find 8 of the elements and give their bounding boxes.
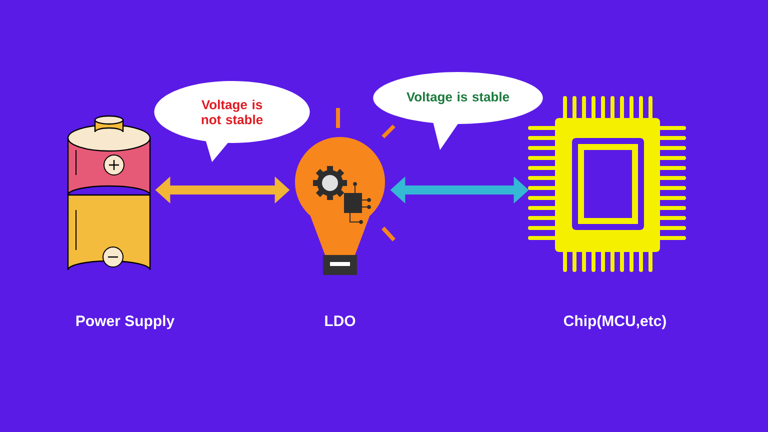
node-label: Power Supply (76, 315, 175, 330)
battery-drawing (67, 115, 151, 271)
speech-bubble: Voltage is stable (373, 72, 543, 150)
node-label: Chip(MCU,etc) (564, 315, 666, 330)
node-label: LDO (325, 316, 356, 326)
light-bulb-drawing (295, 106, 396, 275)
speech-bubble: Voltage is not stable (154, 81, 310, 162)
chip-drawing (528, 96, 686, 272)
